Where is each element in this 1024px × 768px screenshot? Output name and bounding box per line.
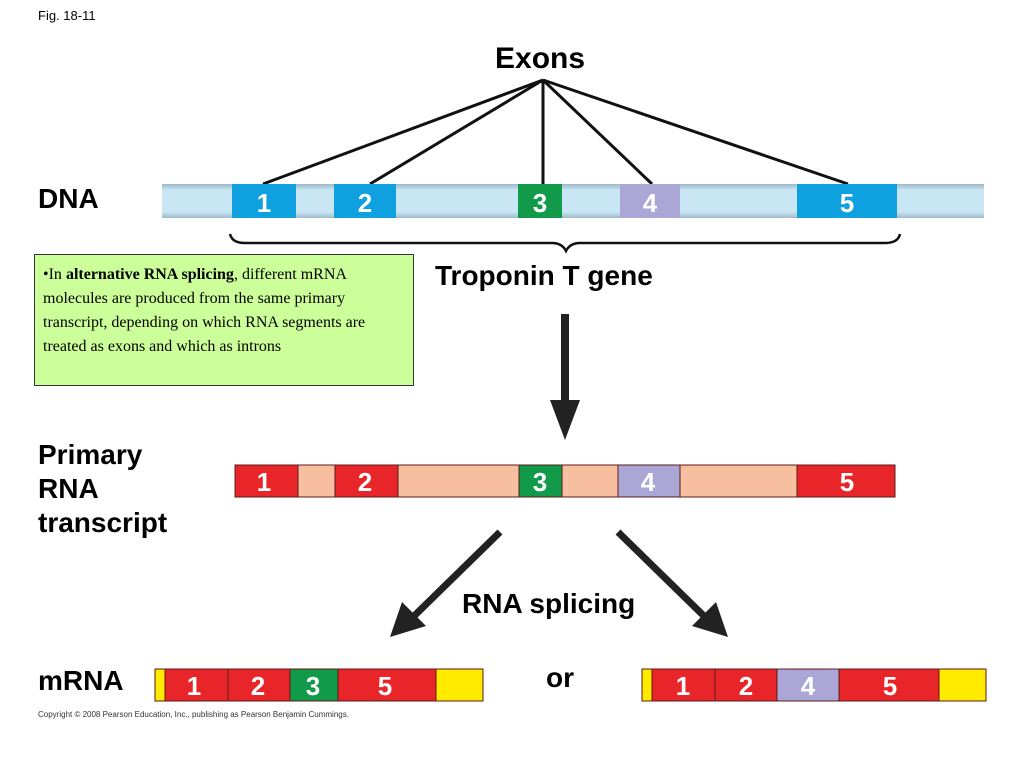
mrna-b-exon-1-number: 1 <box>676 671 690 701</box>
primary-label-line-2: RNA <box>38 473 99 504</box>
mrna-b-exon-5-number: 5 <box>883 671 897 701</box>
mrna-a-exon-2 <box>227 668 291 702</box>
rna-splicing-label: RNA splicing <box>462 588 636 619</box>
splicing-arrow-right <box>615 529 728 637</box>
note-body: , different mRNA molecules are produced … <box>43 266 366 355</box>
primary-exon-2-number: 2 <box>358 467 372 497</box>
mrna-variant-b <box>641 668 987 702</box>
primary-exon-1 <box>234 464 299 498</box>
figure-label: Fig. 18-11 <box>38 8 96 23</box>
dna-exon-2-number: 2 <box>358 188 372 218</box>
connector-line-4 <box>541 78 654 186</box>
primary-exon-3 <box>518 464 563 498</box>
dna-exon-1-number: 1 <box>257 188 271 218</box>
mrna-b-cap <box>641 668 653 702</box>
mrna-a-exon-1 <box>164 668 229 702</box>
mrna-a-cap <box>154 668 166 702</box>
exon-connector-lines <box>262 78 849 186</box>
mrna-a-exon-5 <box>337 668 437 702</box>
dna-exon-3-number: 3 <box>533 188 547 218</box>
mrna-a-exon-3-number: 3 <box>306 671 320 701</box>
gene-label: Troponin T gene <box>435 260 653 291</box>
connector-line-5 <box>542 78 849 186</box>
mrna-b-exon-2 <box>714 668 778 702</box>
transcription-arrow <box>550 314 580 440</box>
dna-exon-5-number: 5 <box>840 188 854 218</box>
primary-exon-5 <box>796 464 896 498</box>
dna-exon-3 <box>518 184 562 218</box>
mrna-b-exon-4-number: 4 <box>801 671 816 701</box>
primary-exon-5-number: 5 <box>840 467 854 497</box>
mrna-a-tail <box>435 668 484 702</box>
connector-line-1 <box>262 78 544 186</box>
mrna-a-exon-1-number: 1 <box>187 671 201 701</box>
primary-exon-4 <box>617 464 681 498</box>
primary-transcript <box>234 464 896 498</box>
note-prefix: •In <box>43 266 66 283</box>
gene-brace <box>228 233 902 254</box>
dna-exon-1 <box>232 184 296 218</box>
dna-strand: 1 2 3 4 5 <box>162 184 984 218</box>
primary-label-line-3: transcript <box>38 507 168 538</box>
mrna-b-exon-2-number: 2 <box>739 671 753 701</box>
mrna-b-exon-4 <box>776 668 840 702</box>
primary-label-line-1: Primary <box>38 439 143 470</box>
connector-line-2 <box>369 78 544 186</box>
primary-exon-1-number: 1 <box>257 467 271 497</box>
dna-exon-4 <box>620 184 680 218</box>
exons-title: Exons <box>495 42 586 75</box>
dna-exon-4-number: 4 <box>643 188 658 218</box>
dna-label: DNA <box>38 183 99 214</box>
mrna-a-exon-5-number: 5 <box>378 671 392 701</box>
primary-backbone <box>234 464 896 498</box>
mrna-a-exon-2-number: 2 <box>251 671 265 701</box>
mrna-b-tail <box>938 668 987 702</box>
copyright-text: Copyright © 2008 Pearson Education, Inc.… <box>38 710 349 719</box>
primary-exon-2 <box>334 464 399 498</box>
splicing-arrow-left <box>390 529 503 637</box>
mrna-b-exon-1 <box>651 668 716 702</box>
primary-exon-4-number: 4 <box>641 467 656 497</box>
dna-exon-2 <box>334 184 396 218</box>
note-term: alternative RNA splicing <box>65 266 234 283</box>
mrna-variant-a <box>154 668 484 702</box>
mrna-label: mRNA <box>38 665 124 696</box>
primary-exon-3-number: 3 <box>533 467 547 497</box>
or-label: or <box>546 662 574 693</box>
primary-transcript-label: Primary RNA transcript <box>38 438 167 540</box>
note-box: •In alternative RNA splicing, different … <box>34 254 414 386</box>
mrna-a-exon-3 <box>289 668 339 702</box>
dna-exon-5 <box>797 184 897 218</box>
